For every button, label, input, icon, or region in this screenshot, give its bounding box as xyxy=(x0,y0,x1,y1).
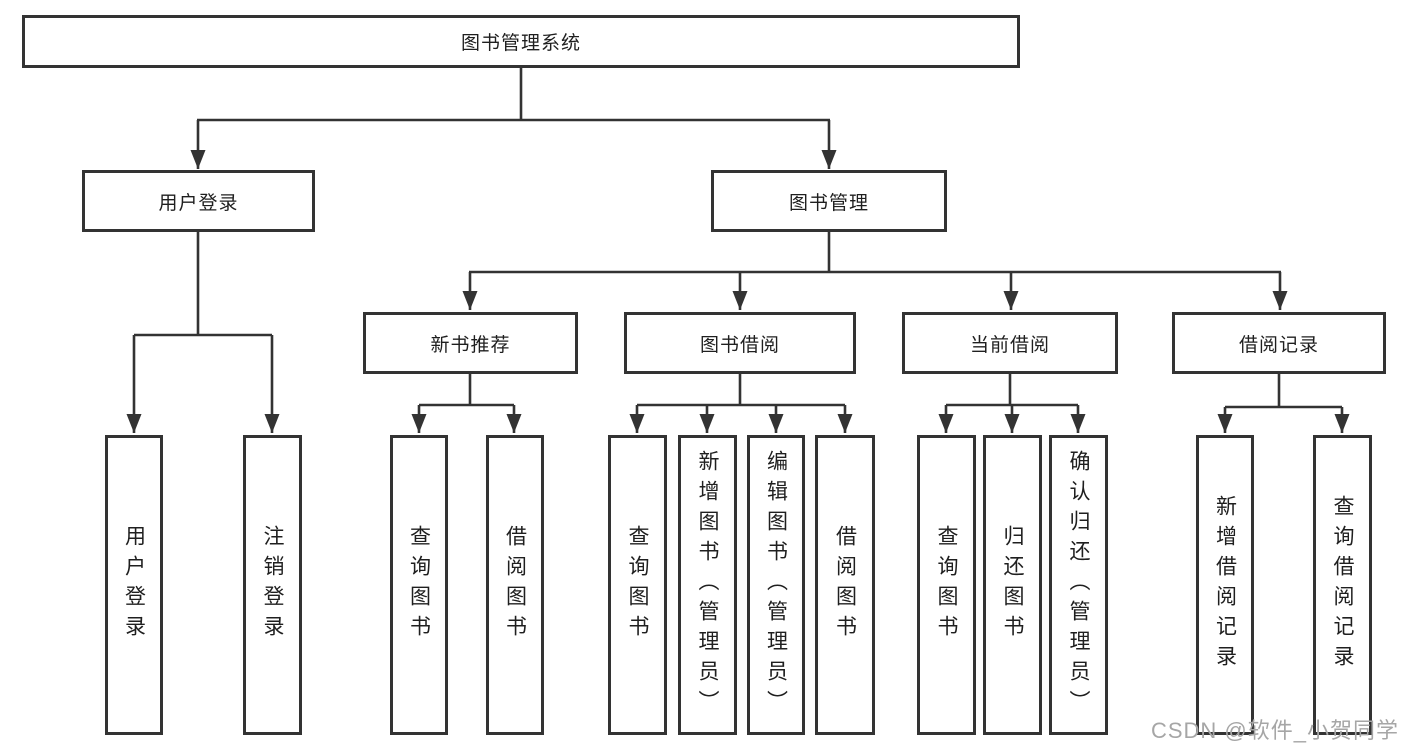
node-book-borrowing: 图书借阅 xyxy=(624,312,856,374)
leaf-edit-book-admin: 编辑图书（管理员） xyxy=(747,435,805,735)
node-label: 借阅图书 xyxy=(503,525,527,645)
node-library-management-system: 图书管理系统 xyxy=(22,15,1020,68)
node-label: 确认归还（管理员） xyxy=(1067,450,1090,720)
connector-borrowing-records-to-leaves xyxy=(1217,374,1350,433)
csdn-watermark: CSDN @软件_小贺同学 xyxy=(1150,718,1399,743)
leaf-confirm-return-admin: 确认归还（管理员） xyxy=(1049,435,1108,735)
node-label: 查询图书 xyxy=(626,525,649,645)
leaf-user-login: 用户登录 xyxy=(105,435,163,735)
node-label: 用户登录 xyxy=(158,192,239,214)
connector-new-book-recommend-to-leaves xyxy=(411,374,522,433)
leaf-borrow-books-recommend: 借阅图书 xyxy=(486,435,544,735)
node-book-management: 图书管理 xyxy=(711,170,947,232)
node-label: 用户登录 xyxy=(122,525,146,645)
leaf-logout: 注销登录 xyxy=(243,435,302,735)
node-new-book-recommend: 新书推荐 xyxy=(363,312,578,374)
leaf-query-books-current: 查询图书 xyxy=(917,435,976,735)
connector-root-to-level2 xyxy=(190,68,837,169)
node-current-borrowing: 当前借阅 xyxy=(902,312,1118,374)
node-label: 图书管理系统 xyxy=(460,33,581,54)
leaf-query-books-recommend: 查询图书 xyxy=(390,435,448,735)
node-borrowing-records: 借阅记录 xyxy=(1172,312,1386,374)
connector-book-borrowing-to-leaves xyxy=(629,374,853,433)
leaf-add-borrow-record: 新增借阅记录 xyxy=(1196,435,1254,735)
leaf-query-borrow-record: 查询借阅记录 xyxy=(1313,435,1372,735)
connector-user-login-to-leaves xyxy=(126,232,280,433)
node-label: 查询图书 xyxy=(935,525,958,645)
node-label: 图书管理 xyxy=(788,192,869,214)
node-label: 新增借阅记录 xyxy=(1213,495,1237,675)
leaf-return-books: 归还图书 xyxy=(983,435,1042,735)
leaf-add-book-admin: 新增图书（管理员） xyxy=(678,435,737,735)
node-label: 当前借阅 xyxy=(969,334,1050,356)
node-label: 归还图书 xyxy=(1001,525,1024,645)
node-label: 注销登录 xyxy=(261,525,284,645)
connector-current-borrowing-to-leaves xyxy=(938,374,1086,433)
connector-book-management-to-level3 xyxy=(462,232,1288,310)
node-label: 图书借阅 xyxy=(699,334,780,356)
node-label: 查询图书 xyxy=(407,525,431,645)
node-user-login: 用户登录 xyxy=(82,170,315,232)
leaf-query-books-borrowing: 查询图书 xyxy=(608,435,667,735)
node-label: 新书推荐 xyxy=(430,334,511,356)
node-label: 查询借阅记录 xyxy=(1331,495,1354,675)
node-label: 借阅记录 xyxy=(1238,334,1319,356)
node-label: 借阅图书 xyxy=(833,525,857,645)
node-label: 编辑图书（管理员） xyxy=(764,450,788,720)
leaf-borrow-books-borrowing: 借阅图书 xyxy=(815,435,875,735)
node-label: 新增图书（管理员） xyxy=(696,450,719,720)
